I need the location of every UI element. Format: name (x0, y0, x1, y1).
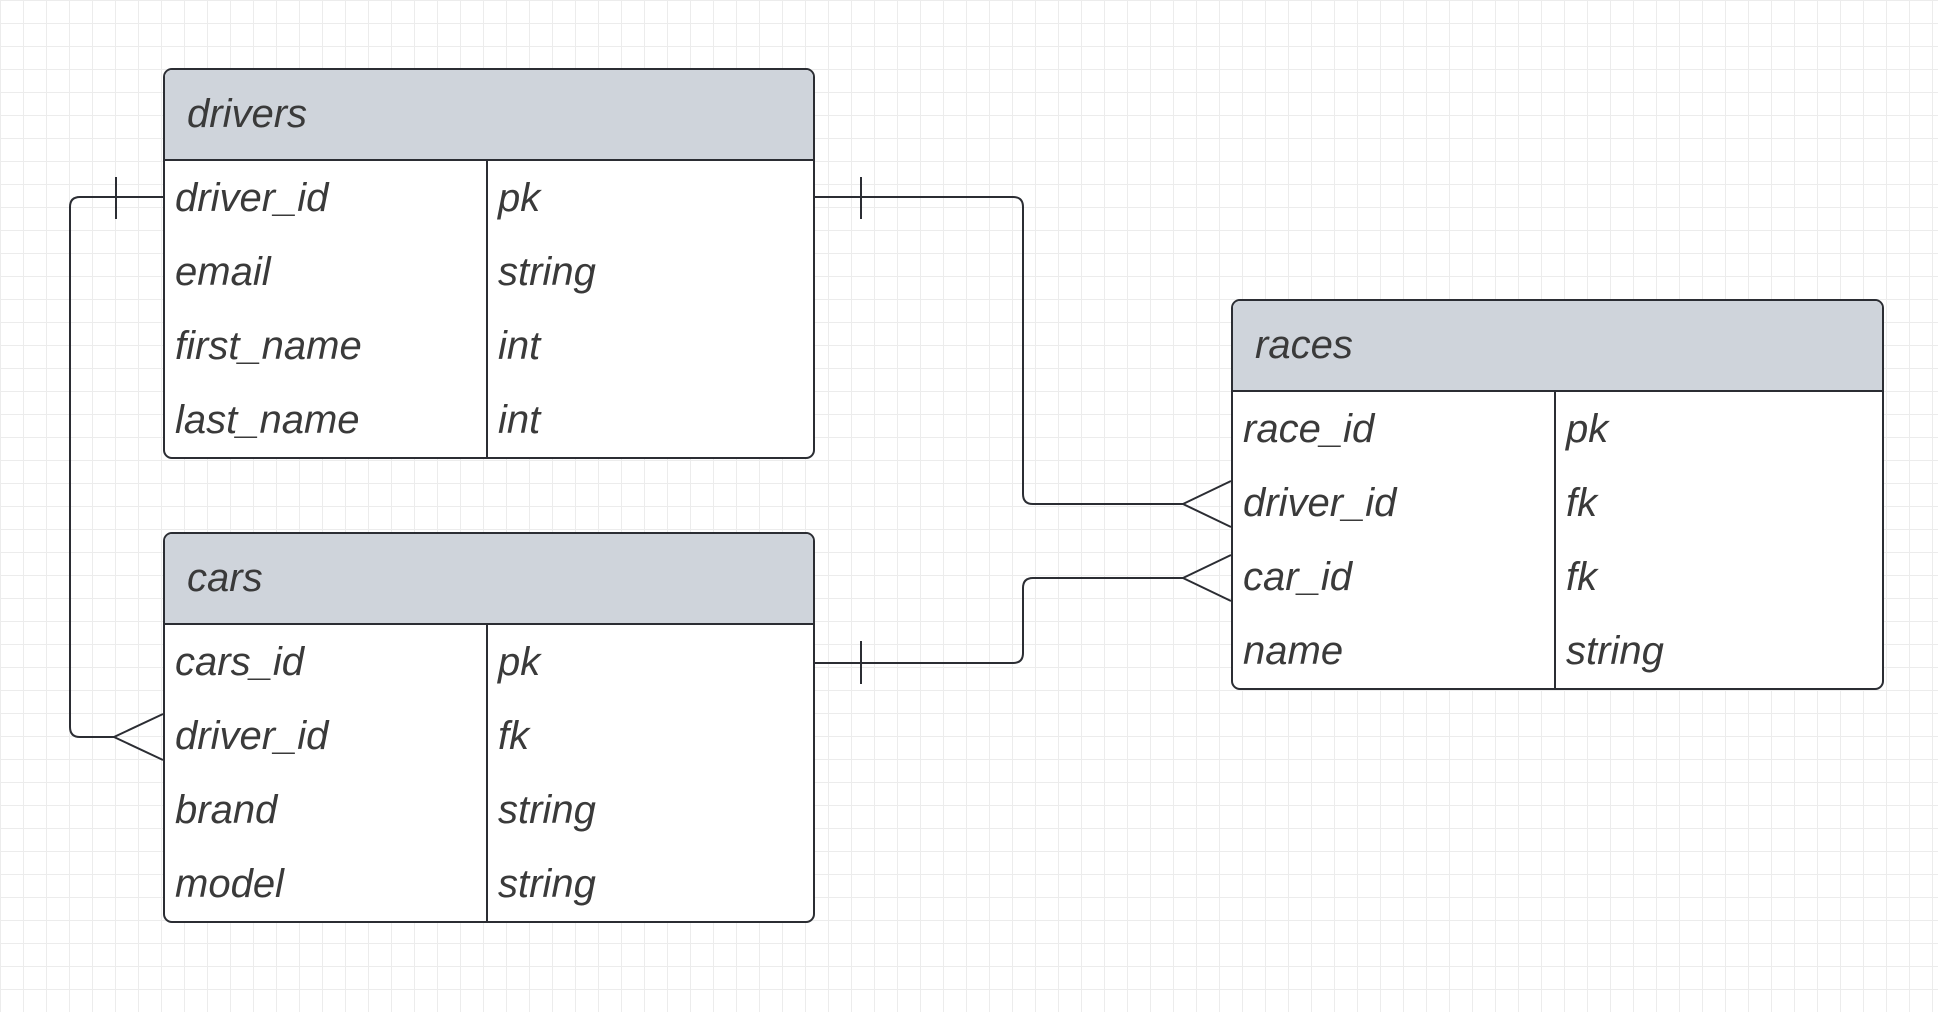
connector-drivers-cars (69, 196, 163, 738)
field-type: fk (498, 714, 530, 758)
field-name: model (175, 862, 284, 906)
crows-foot-marker (1182, 554, 1232, 602)
entity-header: races (1233, 301, 1882, 392)
field-name: driver_id (1243, 481, 1397, 525)
entity-row-email[interactable]: email string (165, 235, 813, 309)
field-name: driver_id (175, 714, 329, 758)
entity-row-driver-id[interactable]: driver_id fk (165, 699, 813, 773)
field-type: pk (498, 640, 541, 684)
entity-row-race-id[interactable]: race_id pk (1233, 392, 1882, 466)
field-type: fk (1566, 481, 1598, 525)
field-type: string (498, 250, 596, 294)
entity-row-driver-id[interactable]: driver_id fk (1233, 466, 1882, 540)
entity-row-driver-id[interactable]: driver_id pk (165, 161, 813, 235)
field-name: name (1243, 629, 1344, 673)
field-name: email (175, 250, 271, 294)
entity-drivers[interactable]: drivers driver_id pk email string first_name… (163, 68, 815, 459)
crows-foot-marker (113, 713, 164, 761)
field-type: fk (1566, 555, 1598, 599)
entity-row-cars-id[interactable]: cars_id pk (165, 625, 813, 699)
entity-row-car-id[interactable]: car_id fk (1233, 540, 1882, 614)
field-type: string (1566, 629, 1664, 673)
entity-header: cars (165, 534, 813, 625)
entity-row-model[interactable]: model string (165, 847, 813, 921)
entity-row-first-name[interactable]: first_name int (165, 309, 813, 383)
field-name: cars_id (175, 640, 304, 684)
field-name: last_name (175, 398, 360, 442)
field-name: first_name (175, 324, 362, 368)
field-name: car_id (1243, 555, 1352, 599)
entity-row-brand[interactable]: brand string (165, 773, 813, 847)
entity-header: drivers (165, 70, 813, 161)
field-type: string (498, 788, 596, 832)
field-type: string (498, 862, 596, 906)
field-type: int (498, 398, 541, 442)
field-name: driver_id (175, 176, 329, 220)
field-name: brand (175, 788, 278, 832)
column-divider (1554, 392, 1556, 688)
entity-body: cars_id pk driver_id fk brand string model stri… (165, 625, 813, 921)
entity-row-name[interactable]: name string (1233, 614, 1882, 688)
field-type: pk (498, 176, 541, 220)
field-type: int (498, 324, 541, 368)
connector-drivers-races (815, 196, 1183, 505)
field-type: pk (1566, 407, 1609, 451)
field-name: race_id (1243, 407, 1375, 451)
connector-cars-races (815, 577, 1183, 664)
column-divider (486, 161, 488, 457)
column-divider (486, 625, 488, 921)
crows-foot-marker (1182, 480, 1232, 528)
entity-row-last-name[interactable]: last_name int (165, 383, 813, 457)
